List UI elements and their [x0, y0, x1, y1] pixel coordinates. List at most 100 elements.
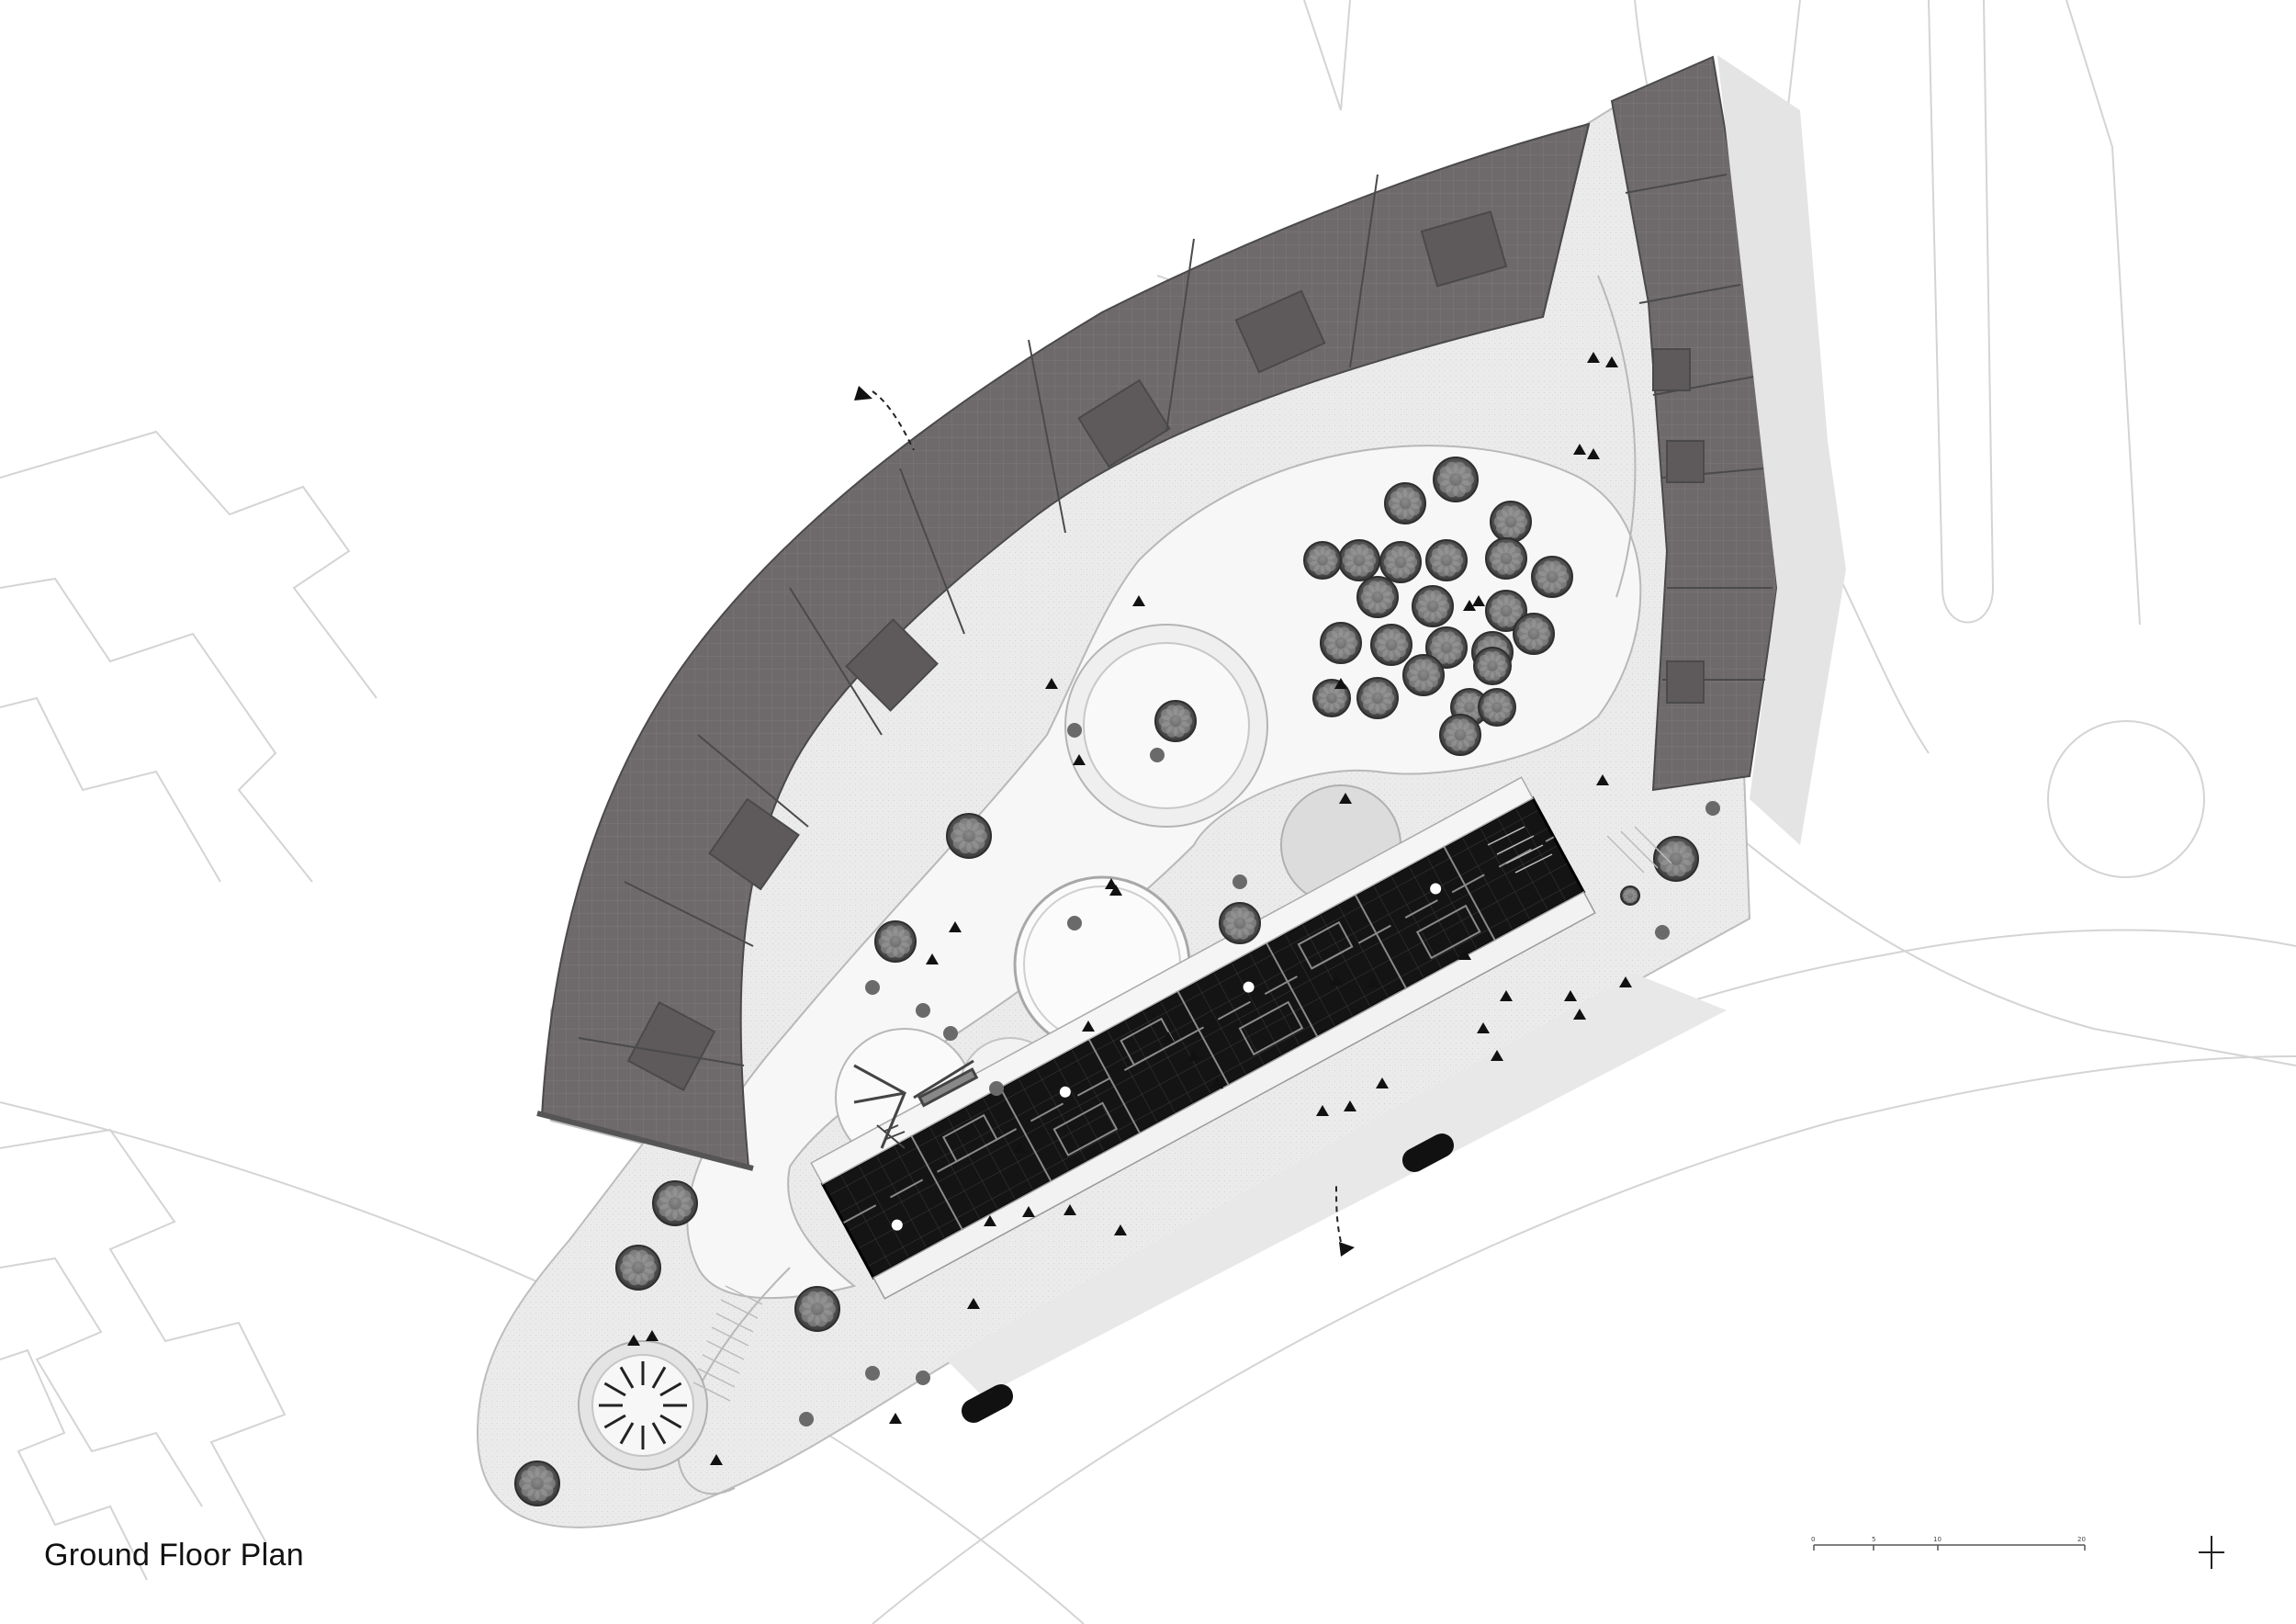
person-icon [1491, 1050, 1503, 1061]
person-icon [1013, 1142, 1026, 1153]
bar-shadow [946, 974, 1727, 1396]
building-shadow [1717, 55, 1846, 845]
section-marker-icon [1339, 1242, 1355, 1257]
person-icon [1162, 1032, 1175, 1043]
svg-text:5: 5 [1872, 1536, 1875, 1543]
drawing-title: Ground Floor Plan [44, 1538, 304, 1573]
person-icon [1073, 754, 1086, 765]
person-icon [1210, 1077, 1223, 1088]
figure-icon [619, 1422, 635, 1445]
person-icon [967, 1298, 980, 1309]
tree-icon [1303, 541, 1342, 580]
tree-icon [874, 920, 917, 963]
person-icon [889, 1413, 902, 1424]
tree-icon [946, 813, 992, 859]
shrub-icon [1655, 925, 1670, 940]
person-icon [1082, 1021, 1095, 1032]
person-icon [1596, 774, 1609, 785]
figure-icon [659, 1414, 682, 1429]
section-marker-icon [854, 386, 872, 400]
north-arrow-icon [2199, 1536, 2224, 1569]
tree-icon [1653, 836, 1699, 882]
tree-icon [1513, 613, 1555, 655]
person-icon [1376, 1077, 1389, 1088]
cars [961, 1133, 1455, 1423]
tree-icon [514, 1460, 560, 1506]
tree-icon [1370, 624, 1412, 666]
playground-equipment [853, 1059, 979, 1149]
car-icon [961, 1384, 1014, 1423]
shrub-icon [916, 1003, 930, 1018]
tree-icon [1425, 626, 1468, 669]
person-icon [1367, 976, 1379, 987]
tree-icon [1425, 539, 1468, 581]
person-icon [1109, 885, 1122, 896]
shrub-icon [799, 1412, 814, 1427]
tree-icon [1154, 700, 1197, 742]
person-icon [710, 1454, 723, 1465]
tree-icon [1338, 539, 1380, 581]
roof-base-line [536, 1111, 754, 1171]
person-icon [1334, 678, 1347, 689]
person-icon [1187, 1050, 1200, 1061]
person-icon [1463, 600, 1476, 611]
person-icon [1573, 1009, 1586, 1020]
person-icon [1339, 793, 1352, 804]
tree-icon [1379, 541, 1422, 583]
shrub-icon [1150, 748, 1165, 762]
figure-icon [659, 1382, 682, 1397]
tree-icon [1433, 457, 1479, 502]
person-icon [1564, 990, 1577, 1001]
ground-floor-block [810, 776, 1596, 1300]
shrub-icon [989, 1081, 1004, 1096]
tree-icon [1478, 688, 1516, 727]
tree-icon [1384, 482, 1426, 524]
tree-icon [1485, 590, 1527, 632]
person-icon [949, 921, 962, 932]
person-icon [1105, 878, 1118, 889]
figure-icon [651, 1422, 667, 1445]
person-icon [1605, 356, 1618, 367]
person-icon [1132, 595, 1145, 606]
svg-text:10: 10 [1933, 1536, 1941, 1543]
person-icon [1045, 678, 1058, 689]
figure-icon [651, 1366, 667, 1389]
tree-icon [1356, 677, 1399, 719]
scale-bar: 0 5 10 20 [1811, 1536, 2086, 1551]
person-icon [646, 1330, 658, 1341]
shrub-icon [916, 1370, 930, 1385]
trees [514, 457, 1720, 1506]
person-icon [1064, 1204, 1076, 1215]
section-markers [854, 386, 1355, 1257]
tree-icon [1620, 885, 1640, 906]
shrub-icon [1232, 874, 1247, 889]
shrub-icon [865, 980, 880, 995]
person-icon [1587, 352, 1600, 363]
shrub-icon [1705, 801, 1720, 816]
shrub-icon [1067, 723, 1082, 738]
shrub-icon [865, 1366, 880, 1381]
person-icon [1587, 448, 1600, 459]
tree-icon [1473, 647, 1512, 685]
figure-icon [603, 1414, 626, 1429]
person-icon [1500, 990, 1513, 1001]
person-icon [984, 1215, 996, 1226]
person-icon [1619, 976, 1632, 987]
tree-icon [1490, 501, 1532, 543]
tree-icon [1356, 576, 1399, 618]
tree-icon [1412, 585, 1454, 627]
tree-icon [1439, 714, 1481, 756]
person-icon [627, 1335, 640, 1346]
person-icon [1022, 1206, 1035, 1217]
tree-icon [652, 1180, 698, 1226]
people-figures [627, 352, 1632, 1465]
person-icon [1458, 949, 1471, 960]
ramp-hatching [692, 826, 1672, 1402]
tree-icon [615, 1245, 661, 1291]
person-icon [1477, 1022, 1490, 1033]
person-icon [1344, 1100, 1356, 1111]
tree-icon [1485, 537, 1527, 580]
person-icon [926, 953, 939, 964]
person-icon [1114, 1224, 1127, 1235]
